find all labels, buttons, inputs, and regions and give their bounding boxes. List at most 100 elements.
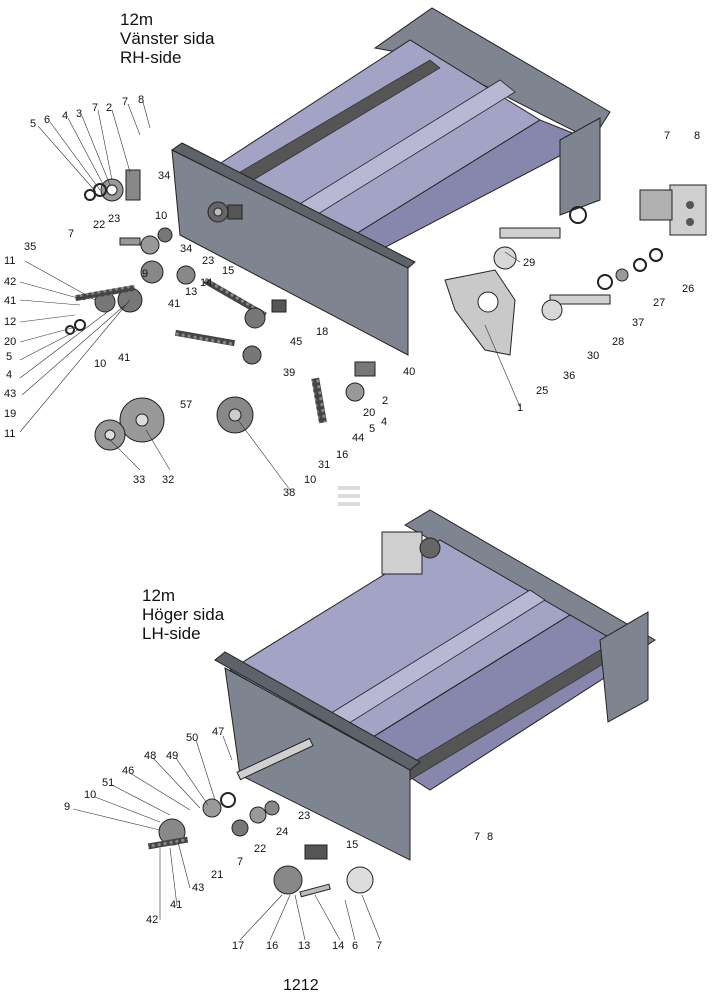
callout: 47 xyxy=(212,726,225,738)
callout: 15 xyxy=(222,265,235,277)
callout: 2 xyxy=(382,395,389,407)
callout: 5 xyxy=(6,351,13,363)
callout: 7 xyxy=(68,228,75,240)
callout: 30 xyxy=(587,350,600,362)
callout: 13 xyxy=(185,286,198,298)
callout: 46 xyxy=(122,765,135,777)
callout: 1 xyxy=(517,402,524,414)
callout: 7 xyxy=(664,130,671,142)
callout: 20 xyxy=(363,407,376,419)
callout: 37 xyxy=(632,317,645,329)
callout: 18 xyxy=(316,326,329,338)
callout: 14 xyxy=(200,277,213,289)
callout: 34 xyxy=(180,243,193,255)
callout: 41 xyxy=(170,899,183,911)
callout: 5 xyxy=(30,118,37,130)
top-view-title: 12m Vänster sida RH-side xyxy=(120,10,215,67)
callout: 15 xyxy=(346,839,359,851)
callout: 3 xyxy=(76,108,83,120)
callout: 31 xyxy=(318,459,331,471)
callout: 14 xyxy=(332,940,345,952)
callout: 11 xyxy=(4,428,16,440)
callout: 57 xyxy=(180,399,193,411)
callout: 7 xyxy=(122,96,129,108)
callout: 11 xyxy=(4,255,16,267)
callout: 16 xyxy=(336,449,349,461)
bottom-title-line2: Höger sida xyxy=(142,605,225,624)
top-title-line1: 12m xyxy=(120,10,154,29)
callout: 8 xyxy=(694,130,701,142)
callout: 8 xyxy=(138,94,145,106)
callout: 51 xyxy=(102,777,115,789)
page-number: 1212 xyxy=(283,977,319,994)
callout: 50 xyxy=(186,732,199,744)
callout: 10 xyxy=(304,474,317,486)
callout: 22 xyxy=(93,219,106,231)
callout: 33 xyxy=(133,474,146,486)
callout: 19 xyxy=(4,408,17,420)
callout: 36 xyxy=(563,370,576,382)
callout: 38 xyxy=(283,487,296,499)
callout: 6 xyxy=(352,940,359,952)
callout: 4 xyxy=(6,369,13,381)
callout: 8 xyxy=(487,831,494,843)
callout: 28 xyxy=(612,336,625,348)
top-title-line3: RH-side xyxy=(120,48,182,67)
callout: 10 xyxy=(155,210,168,222)
top-leader-lines xyxy=(19,101,521,491)
callout: 29 xyxy=(523,257,536,269)
callout: 6 xyxy=(44,114,51,126)
callout: 17 xyxy=(232,940,245,952)
top-title-line2: Vänster sida xyxy=(120,29,215,48)
callout: 41 xyxy=(168,298,181,310)
bottom-view-title: 12m Höger sida LH-side xyxy=(142,586,224,643)
callout: 4 xyxy=(381,416,388,428)
callout: 25 xyxy=(536,385,549,397)
callout: 10 xyxy=(94,358,107,370)
bottom-title-line3: LH-side xyxy=(142,624,201,643)
top-hopper-assembly xyxy=(19,7,707,491)
callout: 45 xyxy=(290,336,303,348)
callout: 5 xyxy=(369,423,376,435)
callout: 48 xyxy=(144,750,157,762)
callout: 32 xyxy=(162,474,175,486)
callout: 7 xyxy=(237,856,244,868)
callout: 41 xyxy=(4,295,17,307)
callout: 13 xyxy=(298,940,311,952)
callout: 35 xyxy=(24,241,37,253)
callout: 10 xyxy=(84,789,97,801)
callout: 9 xyxy=(142,268,149,280)
callout: 43 xyxy=(192,882,205,894)
callout: 41 xyxy=(118,352,131,364)
callout: 16 xyxy=(266,940,279,952)
watermark-logo xyxy=(338,486,360,506)
callout: 21 xyxy=(211,869,224,881)
callout: 43 xyxy=(4,388,17,400)
bottom-title-line1: 12m xyxy=(142,586,176,605)
callout: 7 xyxy=(92,102,99,114)
callout: 23 xyxy=(108,213,121,225)
callout: 2 xyxy=(106,102,113,114)
callout: 49 xyxy=(166,750,179,762)
callout: 23 xyxy=(202,255,215,267)
callout: 20 xyxy=(4,336,17,348)
callout: 42 xyxy=(4,276,17,288)
callout: 12 xyxy=(4,316,17,328)
callout: 9 xyxy=(64,801,71,813)
callout: 40 xyxy=(403,366,416,378)
callout: 39 xyxy=(283,367,296,379)
callout: 4 xyxy=(62,110,69,122)
callout: 26 xyxy=(682,283,695,295)
callout: 34 xyxy=(158,170,171,182)
bottom-hopper-assembly xyxy=(72,509,656,941)
callout: 44 xyxy=(352,432,365,444)
callout: 7 xyxy=(376,940,383,952)
callout: 7 xyxy=(474,831,481,843)
bottom-leader-lines xyxy=(72,735,381,941)
top-left-parts xyxy=(65,169,376,451)
callout: 24 xyxy=(276,826,289,838)
callout: 22 xyxy=(254,843,267,855)
callout: 42 xyxy=(146,914,159,926)
callout: 23 xyxy=(298,810,311,822)
